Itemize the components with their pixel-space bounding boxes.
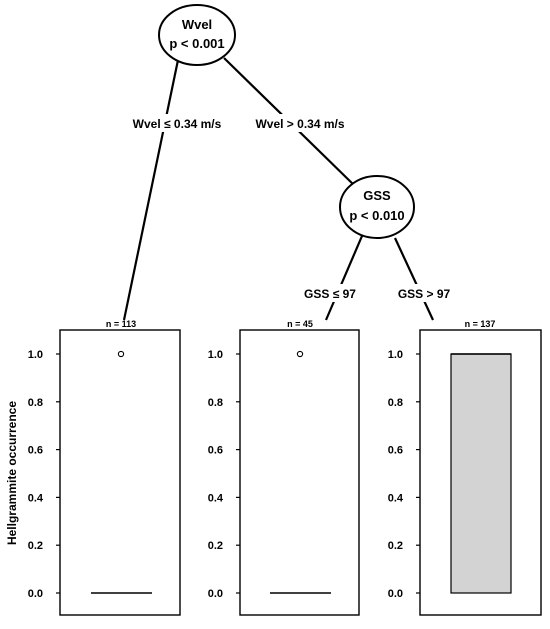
leaf-2-outlier-0 — [296, 350, 304, 358]
node-gss-label: GSS — [363, 188, 391, 203]
edge-label-bg-wvel-left — [118, 114, 236, 132]
node-wvel-pvalue: p < 0.001 — [169, 36, 224, 51]
y-tick-label-1-5: 1.0 — [28, 349, 43, 361]
node-wvel: Wvel p < 0.001 — [158, 4, 236, 66]
edge-label-bg-gss-right — [394, 284, 454, 302]
y-tick-label-2-2: 0.4 — [208, 492, 224, 504]
y-tick-label-3-2: 0.4 — [388, 492, 404, 504]
node-gss: GSS p < 0.010 — [339, 175, 415, 239]
edge-label-wvel-right: Wvel > 0.34 m/s — [255, 117, 344, 131]
leaf-count-1: n = 113 — [106, 319, 136, 329]
y-tick-label-2-1: 0.2 — [208, 540, 223, 552]
y-tick-label-3-3: 0.6 — [388, 445, 403, 457]
edge-wvel-left — [122, 59, 180, 321]
y-tick-label-2-3: 0.6 — [208, 445, 223, 457]
leaf-panel-2 — [239, 329, 360, 616]
y-tick-label-2-5: 1.0 — [208, 349, 223, 361]
chart-marks: 0.0 0.2 0.4 0.6 0.8 1.0 0.0 0.2 0.4 0.6 0.8 1.0 0.0 0… — [28, 349, 512, 600]
leaf-panel-1 — [59, 329, 181, 616]
y-tick-label-3-5: 1.0 — [388, 349, 403, 361]
y-tick-label-2-4: 0.8 — [208, 397, 223, 409]
y-tick-label-2-0: 0.0 — [208, 588, 223, 600]
leaf-3-box — [450, 353, 512, 594]
edge-label-gss-left: GSS ≤ 97 — [304, 287, 356, 301]
y-tick-label-1-4: 0.8 — [28, 397, 43, 409]
edge-label-bg-wvel-right — [246, 114, 356, 132]
y-tick-label-1-3: 0.6 — [28, 445, 43, 457]
edge-label-bg-gss-left — [300, 284, 360, 302]
y-tick-label-3-4: 0.8 — [388, 397, 403, 409]
y-axis-title: Hellgrammite occurrence — [5, 401, 19, 545]
y-tick-label-3-0: 0.0 — [388, 588, 403, 600]
edge-label-wvel-left: Wvel ≤ 0.34 m/s — [133, 117, 222, 131]
leaf-count-2: n = 45 — [287, 319, 313, 329]
edge-gss-left — [324, 235, 364, 321]
y-tick-label-1-1: 0.2 — [28, 540, 43, 552]
y-tick-label-1-0: 0.0 — [28, 588, 43, 600]
y-tick-label-3-1: 0.2 — [388, 540, 403, 552]
y-tick-label-1-2: 0.4 — [28, 492, 44, 504]
node-gss-pvalue: p < 0.010 — [349, 208, 404, 223]
edge-gss-right — [394, 237, 434, 321]
leaf-1-outlier-0 — [117, 350, 125, 358]
leaf-count-3: n = 137 — [465, 319, 496, 329]
node-wvel-ellipse — [158, 4, 236, 66]
node-gss-ellipse — [339, 175, 415, 239]
node-wvel-label: Wvel — [182, 17, 212, 32]
edge-label-gss-right: GSS > 97 — [398, 287, 451, 301]
